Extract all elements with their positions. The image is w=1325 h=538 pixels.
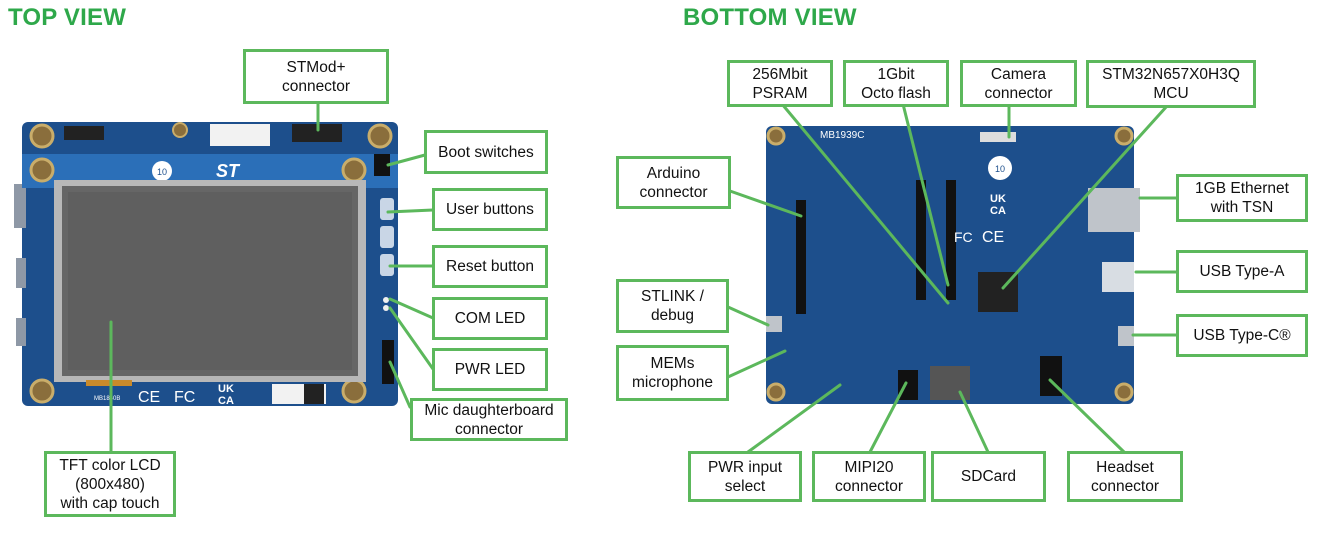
label-line: MEMs xyxy=(650,355,695,372)
callout-stlink-debug: STLINK / debug xyxy=(616,279,729,333)
callout-usb-type-a: USB Type-A xyxy=(1176,250,1308,293)
callout-octo-flash: 1Gbit Octo flash xyxy=(843,60,949,107)
callout-camera-connector: Camera connector xyxy=(960,60,1077,107)
top-board-image: 10 ST MB1860B CE FC UK CA xyxy=(14,122,398,407)
callout-stmod-connector: STMod+ connector xyxy=(243,49,389,104)
top-ca-mark: CA xyxy=(218,395,234,407)
label-line: with cap touch xyxy=(60,494,160,512)
callout-pwr-led: PWR LED xyxy=(432,348,548,391)
label-line: User buttons xyxy=(446,201,534,218)
label-line: PWR LED xyxy=(454,361,526,378)
callout-psram: 256Mbit PSRAM xyxy=(727,60,833,107)
top-fc-mark: FC xyxy=(174,389,195,406)
label-line: USB Type-A xyxy=(1199,263,1285,280)
label-line: Reset button xyxy=(446,258,534,275)
label-line: Arduino xyxy=(646,164,701,182)
top-ce-mark: CE xyxy=(138,389,160,406)
label-line: connector xyxy=(984,84,1053,102)
bottom-board-ref: MB1939C xyxy=(820,130,864,141)
label-line: Headset xyxy=(1096,458,1154,476)
label-line: (800x480) xyxy=(75,475,145,493)
callout-mcu: STM32N657X0H3Q MCU xyxy=(1086,60,1256,108)
label-line: PWR input xyxy=(707,458,783,476)
bottom-uk-mark: UK xyxy=(990,193,1006,205)
label-line: PSRAM xyxy=(752,84,808,102)
bottom-ca-mark: CA xyxy=(990,205,1006,217)
top-board-ref: MB1860B xyxy=(94,396,120,402)
bottom-view-title: BOTTOM VIEW xyxy=(683,4,857,31)
label-line: Boot switches xyxy=(438,143,534,161)
top-view-title: TOP VIEW xyxy=(8,4,127,31)
label-line: Camera xyxy=(990,65,1047,83)
bottom-fc-mark: FC xyxy=(954,229,973,245)
label-line: connector xyxy=(1090,477,1160,495)
label-line: microphone xyxy=(632,374,713,391)
label-line: 1Gbit xyxy=(877,65,915,83)
callout-mic-daughterboard: Mic daughterboard connector xyxy=(410,398,568,441)
label-line: COM LED xyxy=(454,310,526,327)
label-line: MCU xyxy=(1153,85,1189,102)
callout-com-led: COM LED xyxy=(432,297,548,340)
callout-boot-switches: Boot switches xyxy=(424,130,548,174)
callout-reset-button: Reset button xyxy=(432,245,548,288)
label-line: STMod+ xyxy=(286,58,346,76)
top-st-logo: ST xyxy=(216,161,241,181)
callout-mems-microphone: MEMs microphone xyxy=(616,345,729,401)
callout-ethernet: 1GB Ethernet with TSN xyxy=(1176,174,1308,222)
callout-headset-connector: Headset connector xyxy=(1067,451,1183,502)
top-uk-mark: UK xyxy=(218,383,234,395)
top-x10-mark: 10 xyxy=(157,167,167,177)
callout-tft-lcd: TFT color LCD (800x480) with cap touch xyxy=(44,451,176,517)
callout-arduino-connector: Arduino connector xyxy=(616,156,731,209)
label-line: SDCard xyxy=(960,468,1017,485)
label-line: select xyxy=(724,477,766,495)
callout-user-buttons: User buttons xyxy=(432,188,548,231)
label-line: TFT color LCD xyxy=(59,456,161,474)
label-line: 1GB Ethernet xyxy=(1195,180,1289,197)
label-line: connector xyxy=(281,77,351,95)
label-line: STM32N657X0H3Q xyxy=(1102,66,1240,83)
label-line: Octo flash xyxy=(861,84,931,102)
callout-pwr-input-select: PWR input select xyxy=(688,451,802,502)
bottom-x10-mark: 10 xyxy=(995,164,1005,174)
label-line: connector xyxy=(454,420,524,438)
bottom-ce-mark: CE xyxy=(982,229,1004,246)
label-line: connector xyxy=(834,477,904,495)
label-line: Mic daughterboard xyxy=(424,401,554,419)
label-line: debug xyxy=(650,307,695,324)
label-line: USB Type-C® xyxy=(1193,327,1291,344)
callout-sdcard: SDCard xyxy=(931,451,1046,502)
callout-mipi20-connector: MIPI20 connector xyxy=(812,451,926,502)
callout-usb-type-c: USB Type-C® xyxy=(1176,314,1308,357)
label-line: connector xyxy=(639,183,708,201)
label-line: STLINK / xyxy=(641,288,704,305)
label-line: MIPI20 xyxy=(844,458,894,476)
label-line: with TSN xyxy=(1210,199,1274,216)
label-line: 256Mbit xyxy=(752,65,808,83)
